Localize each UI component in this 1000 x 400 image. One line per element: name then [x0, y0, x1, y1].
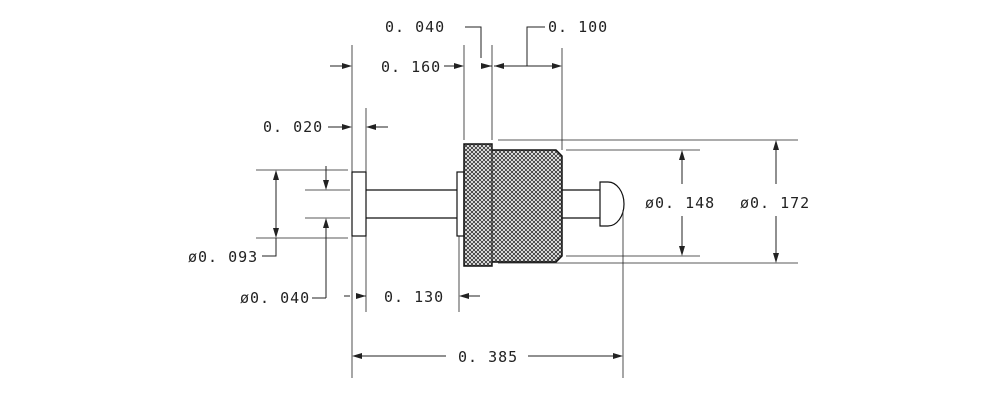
dim-040-top-label: 0. 040 — [385, 18, 445, 36]
dome-head — [599, 181, 625, 227]
dim-385: 0. 385 — [352, 348, 623, 366]
dim-130-label: 0. 130 — [384, 288, 444, 306]
dim-dia-040-label: ø0. 040 — [240, 289, 310, 307]
dim-dia-093-label: ø0. 093 — [188, 248, 258, 266]
dim-100: 0. 100 — [494, 18, 608, 69]
dim-020-label: 0. 020 — [263, 118, 323, 136]
part-outline — [351, 143, 625, 267]
dim-dia-172: ø0. 172 — [740, 140, 810, 263]
dim-160-label: 0. 160 — [381, 58, 441, 76]
dim-dia-040: ø0. 040 — [240, 166, 329, 307]
dim-dia-093: ø0. 093 — [188, 170, 279, 266]
dim-dia-148: ø0. 148 — [645, 150, 715, 256]
dim-040-top: 0. 040 — [385, 18, 492, 69]
dim-130: 0. 130 — [344, 288, 480, 306]
dim-160: 0. 160 — [330, 58, 464, 76]
collar — [456, 171, 465, 237]
dim-385-label: 0. 385 — [458, 348, 518, 366]
extension-lines — [256, 45, 798, 378]
dim-100-label: 0. 100 — [548, 18, 608, 36]
dim-dia-148-label: ø0. 148 — [645, 194, 715, 212]
left-flange — [351, 171, 367, 237]
knurled-body — [463, 143, 563, 267]
dim-020: 0. 020 — [263, 118, 388, 136]
dim-dia-172-label: ø0. 172 — [740, 194, 810, 212]
